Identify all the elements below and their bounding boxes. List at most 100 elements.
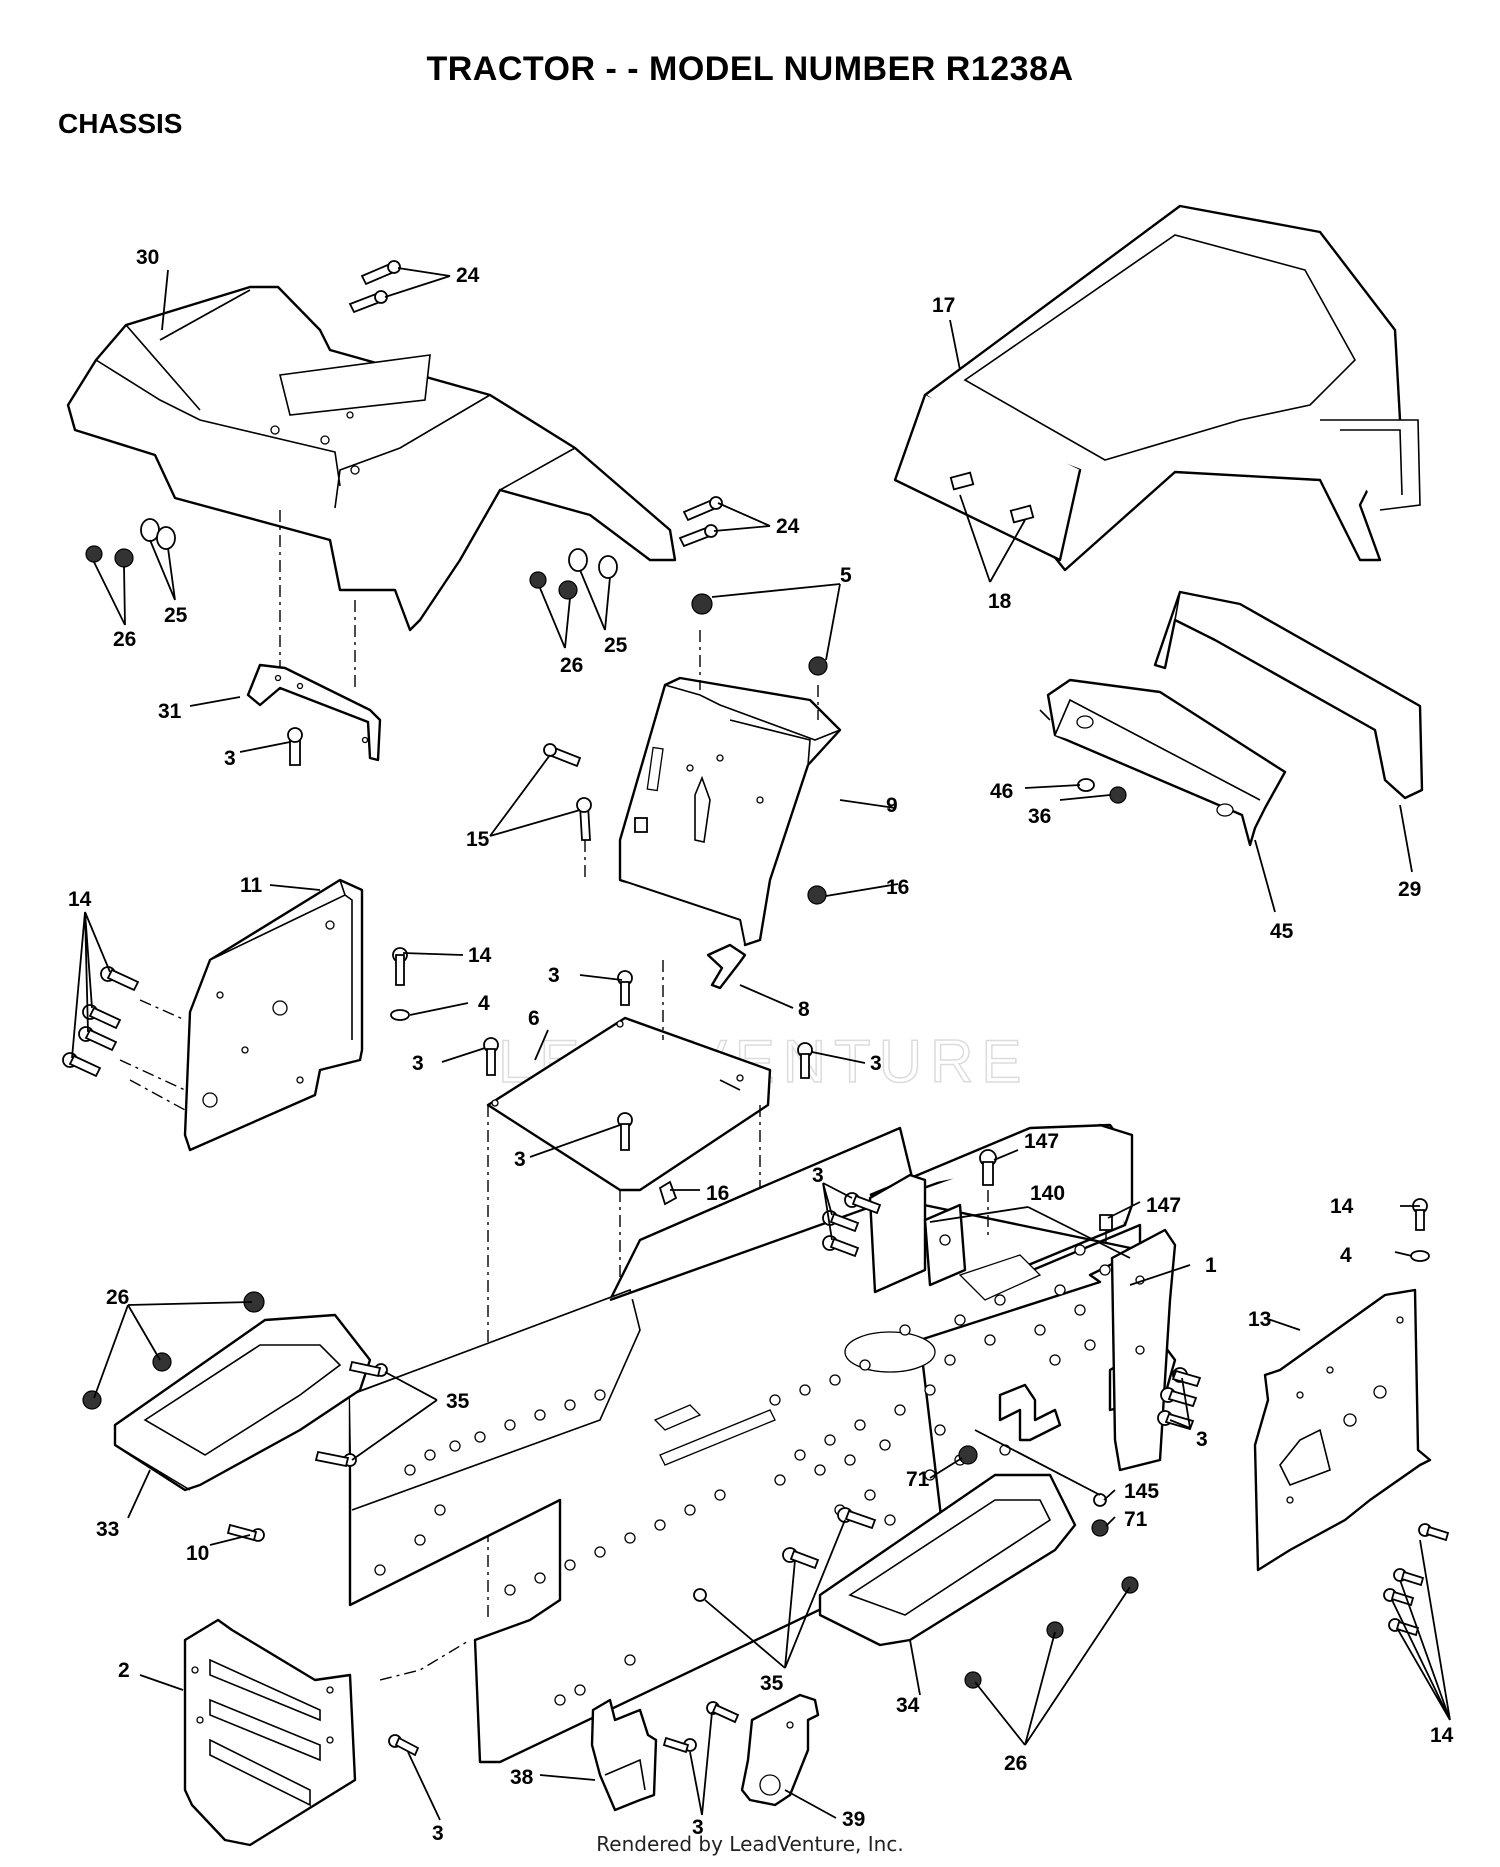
callout-6: 6 bbox=[528, 1007, 540, 1030]
callout-3: 3 bbox=[812, 1164, 824, 1187]
callout-labels: 30 24 17 24 26 25 26 25 18 5 31 3 9 15 4… bbox=[68, 246, 1454, 1845]
section-title: CHASSIS bbox=[58, 108, 183, 139]
part-17-hood bbox=[893, 204, 1421, 572]
callout-3: 3 bbox=[1196, 1428, 1208, 1451]
callout-33: 33 bbox=[96, 1518, 119, 1541]
callout-26: 26 bbox=[106, 1286, 129, 1309]
callout-10: 10 bbox=[186, 1542, 209, 1565]
part-11-side-panel-left bbox=[183, 878, 364, 1152]
callout-39: 39 bbox=[842, 1808, 865, 1831]
part-2-front-plate bbox=[183, 1618, 357, 1847]
callout-147: 147 bbox=[1024, 1130, 1059, 1153]
screw-3-brackets bbox=[662, 1701, 740, 1754]
callout-4: 4 bbox=[1340, 1244, 1352, 1267]
callout-13: 13 bbox=[1248, 1308, 1271, 1331]
callout-3: 3 bbox=[224, 747, 236, 770]
callout-140: 140 bbox=[1030, 1182, 1065, 1205]
callout-26: 26 bbox=[560, 654, 583, 677]
bolt-24-set-top bbox=[348, 260, 401, 314]
bolt-147-set bbox=[979, 1149, 1113, 1231]
screw-3-frame-upper bbox=[822, 1192, 882, 1258]
nut-5-set bbox=[691, 593, 828, 676]
callout-3: 3 bbox=[692, 1816, 704, 1839]
bolt-15-set bbox=[543, 743, 592, 841]
bolt-35-10-left bbox=[226, 1360, 388, 1542]
callout-8: 8 bbox=[798, 998, 810, 1021]
screw-3-front-plate bbox=[388, 1734, 420, 1757]
part-1-main-frame bbox=[348, 1123, 1177, 1764]
part-29-panel bbox=[1153, 590, 1424, 800]
callout-16: 16 bbox=[886, 876, 909, 899]
callout-29: 29 bbox=[1398, 878, 1421, 901]
part-45-bracket bbox=[1039, 678, 1287, 847]
callout-35: 35 bbox=[760, 1672, 784, 1695]
part-31-bracket bbox=[246, 663, 382, 762]
nut-16-plate bbox=[658, 1180, 678, 1206]
callout-46: 46 bbox=[990, 780, 1013, 803]
frame-holes bbox=[374, 1244, 1111, 1706]
callout-3: 3 bbox=[870, 1052, 882, 1075]
screw-3-bracket bbox=[287, 727, 303, 766]
callout-15: 15 bbox=[466, 828, 490, 851]
part-33-footrest-left bbox=[113, 1313, 372, 1492]
diagram-title: TRACTOR - - MODEL NUMBER R1238A bbox=[426, 50, 1074, 88]
callout-5: 5 bbox=[840, 564, 852, 587]
leader-lines bbox=[71, 267, 1451, 1821]
part-9-console bbox=[618, 676, 842, 947]
callout-26: 26 bbox=[113, 628, 136, 651]
callout-71: 71 bbox=[1124, 1508, 1148, 1531]
callout-3: 3 bbox=[548, 964, 560, 987]
callout-1: 1 bbox=[1205, 1254, 1217, 1277]
nut-washer-25-26-right bbox=[529, 548, 618, 600]
bolt-14-set-left bbox=[62, 966, 140, 1078]
callout-16: 16 bbox=[706, 1182, 729, 1205]
callout-26: 26 bbox=[1004, 1752, 1027, 1775]
callout-18: 18 bbox=[988, 590, 1012, 613]
part-13-side-panel-right bbox=[1253, 1288, 1432, 1572]
nut-26-footrest-left bbox=[82, 1291, 265, 1410]
callout-2: 2 bbox=[118, 1659, 130, 1682]
screw-3-frame-right bbox=[1157, 1367, 1202, 1431]
callout-14: 14 bbox=[468, 944, 492, 967]
bolt-14-set-right bbox=[1383, 1523, 1450, 1637]
callout-9: 9 bbox=[886, 794, 898, 817]
callout-35: 35 bbox=[446, 1390, 470, 1413]
bolt-14-washer-4-center bbox=[390, 947, 410, 1021]
callout-147: 147 bbox=[1146, 1194, 1181, 1217]
bolt-24-set-right bbox=[678, 496, 723, 548]
callout-11: 11 bbox=[240, 874, 263, 897]
clip-8 bbox=[706, 943, 747, 990]
callout-4: 4 bbox=[478, 992, 490, 1015]
nut-16-console bbox=[807, 885, 827, 905]
callout-25: 25 bbox=[604, 634, 628, 657]
nut-71-145 bbox=[958, 1445, 1109, 1537]
callout-3: 3 bbox=[514, 1148, 526, 1171]
part-38-bracket bbox=[590, 1698, 658, 1812]
nut-26-footrest-right bbox=[964, 1576, 1139, 1689]
callout-17: 17 bbox=[932, 294, 955, 317]
screw-3-floor-plate bbox=[483, 970, 813, 1151]
part-30-rear-fender bbox=[66, 285, 677, 632]
callout-71: 71 bbox=[906, 1468, 930, 1491]
callout-14: 14 bbox=[1330, 1195, 1354, 1218]
callout-36: 36 bbox=[1028, 805, 1051, 828]
part-34-footrest-right bbox=[818, 1473, 1077, 1647]
callout-34: 34 bbox=[896, 1694, 920, 1717]
callout-45: 45 bbox=[1270, 920, 1294, 943]
bolt-14-washer-4-right bbox=[1410, 1198, 1430, 1262]
part-39-bracket bbox=[740, 1693, 820, 1807]
callout-24: 24 bbox=[456, 264, 480, 287]
callout-145: 145 bbox=[1124, 1480, 1159, 1503]
callout-14: 14 bbox=[1430, 1724, 1454, 1747]
callout-14: 14 bbox=[68, 888, 92, 911]
callout-31: 31 bbox=[158, 700, 182, 723]
callout-30: 30 bbox=[136, 246, 159, 269]
callout-3: 3 bbox=[432, 1822, 444, 1845]
nut-washer-25-26-left bbox=[85, 518, 176, 568]
callout-3: 3 bbox=[412, 1052, 424, 1075]
footer-credit: Rendered by LeadVenture, Inc. bbox=[596, 1832, 904, 1856]
callout-25: 25 bbox=[164, 604, 188, 627]
callout-24: 24 bbox=[776, 515, 800, 538]
callout-38: 38 bbox=[510, 1766, 534, 1789]
